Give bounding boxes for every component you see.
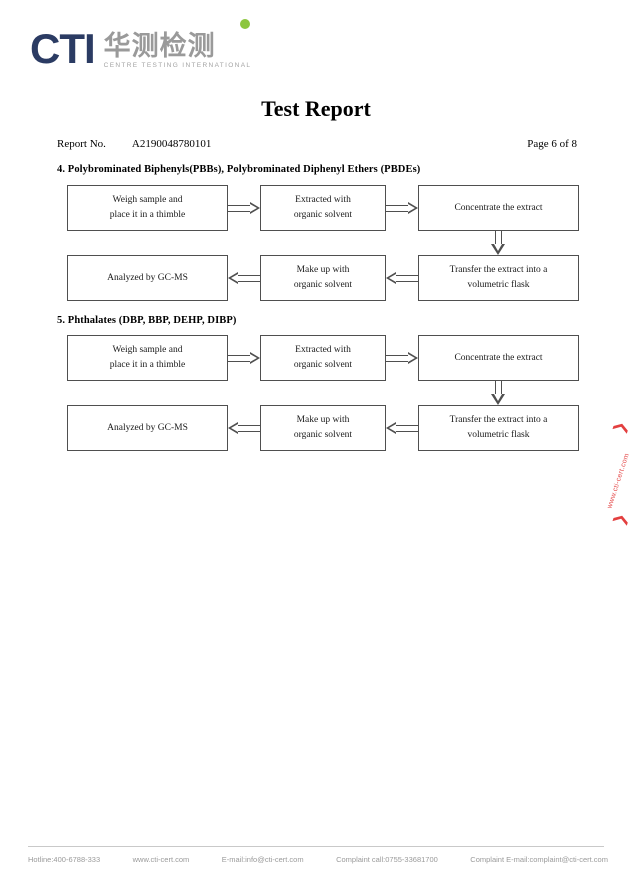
arrow-right-icon (386, 202, 418, 214)
flow-box-line: organic solvent (293, 280, 353, 290)
flow-box-line: Weigh sample and (112, 195, 183, 205)
arrow-right-icon (386, 352, 418, 364)
flow-box-concentrate-extract: Concentrate the extract (418, 335, 579, 381)
flow-box-extracted-solvent: Extracted with organic solvent (260, 185, 386, 231)
flow-box-transfer-flask: Transfer the extract into a volumetric f… (418, 405, 579, 451)
flow-box-analyzed-gcms: Analyzed by GC-MS (67, 255, 228, 301)
logo-chinese-block: 华测检测 CENTRE TESTING INTERNATIONAL (104, 32, 252, 70)
logo-chinese-text: 华测检测 (103, 31, 216, 62)
arrow-left-icon (386, 422, 418, 434)
flow-box-line: volumetric flask (467, 280, 530, 290)
footer-website[interactable]: www.cti-cert.com (132, 855, 190, 864)
logo-green-dot-icon (240, 19, 251, 29)
flow-box-line: organic solvent (293, 210, 353, 220)
watermark-text: www.cti-cert.com (606, 452, 631, 510)
page-number-label: Page 6 of 8 (527, 138, 577, 150)
footer-hotline: Hotline:400-6788-333 (28, 855, 101, 864)
flowchart-section-5: Weigh sample and place it in a thimble E… (67, 335, 579, 451)
flow-box-line: Analyzed by GC-MS (107, 422, 188, 433)
flow-box-line: organic solvent (293, 430, 353, 440)
report-info-line: Report No. A2190048780101 Page 6 of 8 (57, 138, 577, 150)
section-heading-5: 5. Phthalates (DBP, BBP, DEHP, DIBP) (57, 315, 237, 326)
flow-box-transfer-flask: Transfer the extract into a volumetric f… (418, 255, 579, 301)
arrow-down-icon (491, 381, 505, 405)
cti-logo: CTI 华测检测 CENTRE TESTING INTERNATIONAL (30, 19, 252, 72)
arrow-right-icon (228, 352, 260, 364)
page-title: Test Report (261, 96, 371, 121)
flow-box-line: Concentrate the extract (454, 202, 543, 213)
flow-box-line: Extracted with (295, 195, 351, 205)
flow-box-line: Analyzed by GC-MS (107, 272, 188, 283)
arrow-left-icon (386, 272, 418, 284)
flow-box-line: Make up with (296, 415, 350, 425)
flow-box-line: organic solvent (293, 360, 353, 370)
watermark-mark-bottom-icon: ❯ (609, 510, 631, 529)
flow-box-line: volumetric flask (467, 430, 530, 440)
section-heading-4: 4. Polybrominated Biphenyls(PBBs), Polyb… (57, 164, 421, 175)
flow-box-line: place it in a thimble (109, 210, 186, 220)
footer-complaint-email[interactable]: Complaint E-mail:complaint@cti-cert.com (470, 855, 608, 864)
footer-divider (28, 846, 604, 847)
flow-box-analyzed-gcms: Analyzed by GC-MS (67, 405, 228, 451)
flowchart-section-4: Weigh sample and place it in a thimble E… (67, 185, 579, 301)
watermark-mark-top-icon: ❯ (609, 418, 631, 437)
flow-box-make-up-solvent: Make up with organic solvent (260, 255, 386, 301)
flow-box-line: Weigh sample and (112, 345, 183, 355)
arrow-down-icon (491, 231, 505, 255)
flow-box-extracted-solvent: Extracted with organic solvent (260, 335, 386, 381)
page-footer: Hotline:400-6788-333 www.cti-cert.com E-… (28, 855, 608, 864)
footer-email[interactable]: E-mail:info@cti-cert.com (221, 855, 304, 864)
flow-box-line: Transfer the extract into a (449, 415, 548, 425)
flow-box-line: Concentrate the extract (454, 352, 543, 363)
flow-box-make-up-solvent: Make up with organic solvent (260, 405, 386, 451)
report-no-label: Report No. (57, 138, 106, 150)
arrow-left-icon (228, 272, 260, 284)
flow-box-weigh-sample: Weigh sample and place it in a thimble (67, 335, 228, 381)
flow-box-line: Extracted with (295, 345, 351, 355)
logo-tagline: CENTRE TESTING INTERNATIONAL (103, 62, 252, 69)
flow-box-concentrate-extract: Concentrate the extract (418, 185, 579, 231)
report-no-value: A2190048780101 (131, 138, 212, 150)
flow-box-line: Make up with (296, 265, 350, 275)
arrow-left-icon (228, 422, 260, 434)
footer-complaint-call: Complaint call:0755-33681700 (336, 855, 438, 864)
arrow-right-icon (228, 202, 260, 214)
red-watermark-stamp: ❯ www.cti-cert.com ❯ (602, 418, 632, 530)
flow-box-line: Transfer the extract into a (449, 265, 548, 275)
flow-box-line: place it in a thimble (109, 360, 186, 370)
flow-box-weigh-sample: Weigh sample and place it in a thimble (67, 185, 228, 231)
logo-abbr-text: CTI (30, 25, 96, 72)
